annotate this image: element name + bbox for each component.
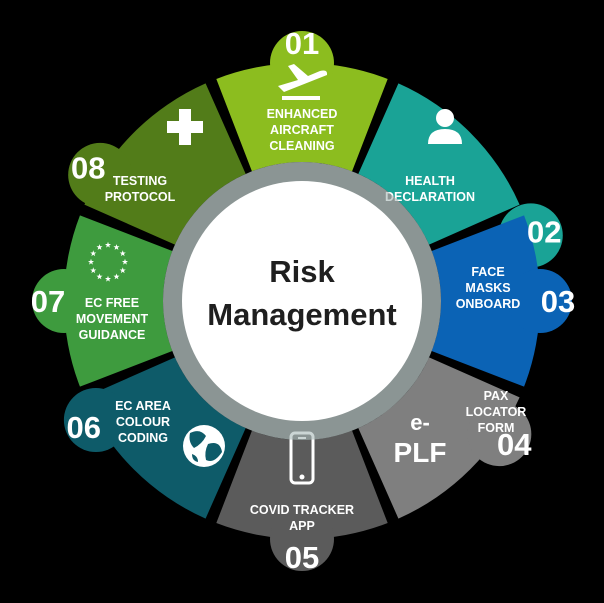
segment-label-line: CODING: [118, 431, 168, 445]
segment-content-03: 03 FACE MASKS ONBOARD: [456, 265, 576, 319]
segment-label-line: ONBOARD: [456, 297, 521, 311]
number-tab: [32, 269, 96, 333]
segment-label-line: EC FREE: [85, 296, 139, 310]
segment-03: [431, 215, 572, 387]
number-tab: [508, 269, 572, 333]
center-title-line2: Management: [207, 297, 396, 332]
segment-label-line: CLEANING: [269, 139, 334, 153]
segment-shape: [431, 215, 540, 387]
airplane-departure-icon: [278, 64, 328, 100]
segment-number: 03: [541, 284, 575, 319]
segment-label: ENHANCED AIRCRAFT CLEANING: [267, 107, 338, 153]
segment-shape: [216, 430, 388, 540]
number-tab: [68, 142, 133, 207]
e-prefix-text: e-: [410, 410, 430, 435]
segment-label-line: APP: [289, 519, 315, 533]
number-tab: [63, 388, 128, 452]
number-tab: [270, 507, 334, 571]
segment-07: [32, 215, 173, 387]
number-tab: [270, 31, 334, 95]
segment-08: [68, 83, 246, 245]
segment-shape: [358, 83, 520, 245]
segment-label: COVID TRACKER APP: [250, 503, 354, 533]
segment-label-line: MOVEMENT: [76, 312, 149, 326]
segment-label: TESTING PROTOCOL: [105, 174, 176, 204]
segment-label-line: MASKS: [465, 281, 510, 295]
segment-shape: [84, 357, 246, 519]
person-icon: [428, 109, 462, 144]
plf-text: PLF: [394, 437, 447, 468]
center-title-line1: Risk: [269, 254, 335, 289]
segment-label: EC AREA COLOUR CODING: [115, 399, 171, 445]
segment-label: PAX LOCATOR FORM: [466, 389, 527, 435]
segment-number: 07: [31, 284, 65, 319]
segment-content-02: 02 HEALTH DECLARATION: [385, 109, 561, 250]
segment-shape: [358, 357, 520, 519]
segment-04: [358, 357, 532, 519]
segment-label-line: TESTING: [113, 174, 167, 188]
segment-number: 04: [497, 427, 532, 462]
segment-label-line: AIRCRAFT: [270, 123, 334, 137]
segment-content-05: 05 COVID TRACKER APP: [250, 431, 354, 575]
number-tab: [467, 402, 532, 467]
segment-label-line: COVID TRACKER: [250, 503, 354, 517]
segment-label-line: EC AREA: [115, 399, 171, 413]
segment-label-line: HEALTH: [405, 174, 455, 188]
segment-content-07: 07 EC FREE MOVEMENT GUIDANCE: [31, 241, 149, 342]
segment-label: FACE MASKS ONBOARD: [456, 265, 521, 311]
segment-number: 08: [71, 150, 105, 185]
globe-icon: [183, 425, 225, 467]
segment-label-line: COLOUR: [116, 415, 170, 429]
e-plf-text-icon: e-PLF: [394, 410, 447, 468]
segment-number: 02: [527, 215, 561, 250]
segment-label-line: GUIDANCE: [79, 328, 146, 342]
segment-number: 05: [285, 540, 319, 575]
segment-label-line: FORM: [478, 421, 515, 435]
center-circle: [182, 181, 422, 421]
segment-label: EC FREE MOVEMENT GUIDANCE: [76, 296, 149, 342]
segment-label-line: FACE: [471, 265, 504, 279]
segment-label-line: ENHANCED: [267, 107, 338, 121]
segment-shape: [216, 63, 388, 172]
segment-06: [63, 357, 246, 519]
segment-content-04: 04 PAX LOCATOR FORM e-PLF: [394, 389, 533, 468]
segment-label: HEALTH DECLARATION: [385, 174, 475, 204]
segment-number: 01: [285, 26, 319, 61]
segment-label-line: DECLARATION: [385, 190, 475, 204]
segment-label-line: PAX: [484, 389, 509, 403]
segment-label-line: LOCATOR: [466, 405, 527, 419]
eu-stars-icon: [87, 241, 129, 282]
segment-content-06: 06 EC AREA COLOUR CODING: [67, 399, 225, 467]
segment-shape: [64, 215, 173, 387]
segment-05: [216, 430, 388, 571]
segment-01: [216, 31, 388, 172]
segment-shape: [84, 83, 246, 245]
segment-label-line: PROTOCOL: [105, 190, 176, 204]
medical-cross-icon: [167, 109, 203, 145]
center-hub: Risk Management: [163, 162, 441, 440]
segment-number: 06: [67, 410, 101, 445]
